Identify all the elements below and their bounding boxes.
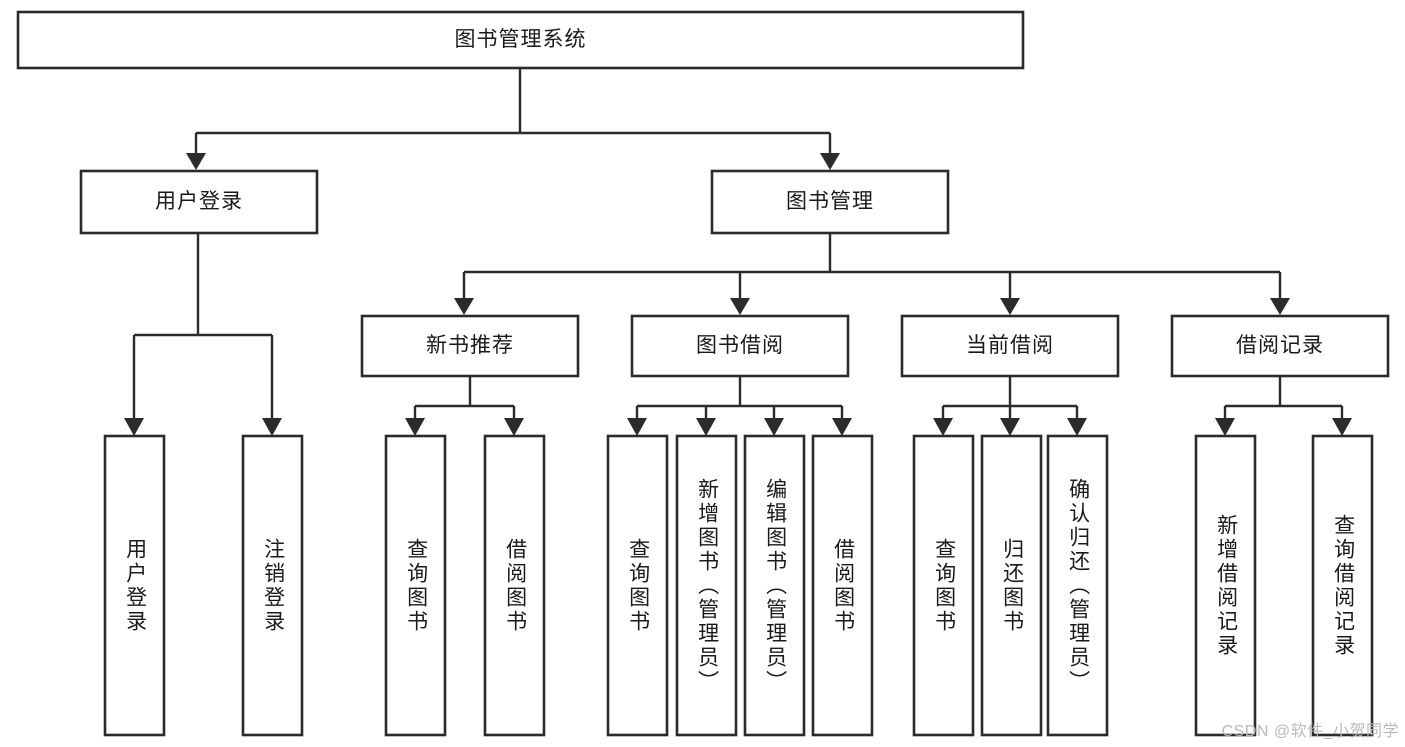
node-box-root[interactable] — [16, 10, 1025, 70]
leaf-box-current-borrow-1[interactable] — [980, 434, 1043, 737]
connector-group-current-borrow — [933, 376, 1087, 436]
connector-group-book-borrow — [627, 376, 852, 436]
leaf-box-book-borrow-2[interactable] — [743, 434, 806, 737]
leaf-box-user-login-1[interactable] — [241, 434, 304, 737]
node-box-new-book-recommend[interactable] — [360, 314, 580, 378]
connector-group-borrow-record — [1215, 376, 1352, 436]
leaf-box-new-book-1[interactable] — [483, 434, 546, 737]
node-box-book-management[interactable] — [710, 169, 950, 235]
leaf-box-borrow-record-0[interactable] — [1194, 434, 1257, 737]
leaf-box-book-borrow-1[interactable] — [675, 434, 738, 737]
connector-group-user-login — [124, 233, 282, 436]
node-box-user-login[interactable] — [79, 169, 319, 235]
leaf-box-current-borrow-2[interactable] — [1046, 434, 1109, 737]
connector-group-new-book — [405, 376, 524, 436]
leaf-box-book-borrow-0[interactable] — [606, 434, 669, 737]
node-box-book-borrow[interactable] — [630, 314, 850, 378]
leaf-box-current-borrow-0[interactable] — [912, 434, 975, 737]
connector-group-book-management — [454, 233, 1290, 315]
leaf-box-borrow-record-1[interactable] — [1311, 434, 1374, 737]
leaf-box-new-book-0[interactable] — [384, 434, 447, 737]
node-box-borrow-record[interactable] — [1170, 314, 1390, 378]
leaf-box-book-borrow-3[interactable] — [811, 434, 874, 737]
leaf-box-user-login-0[interactable] — [103, 434, 166, 737]
connector-group-root — [186, 69, 840, 170]
node-box-current-borrow[interactable] — [900, 314, 1120, 378]
